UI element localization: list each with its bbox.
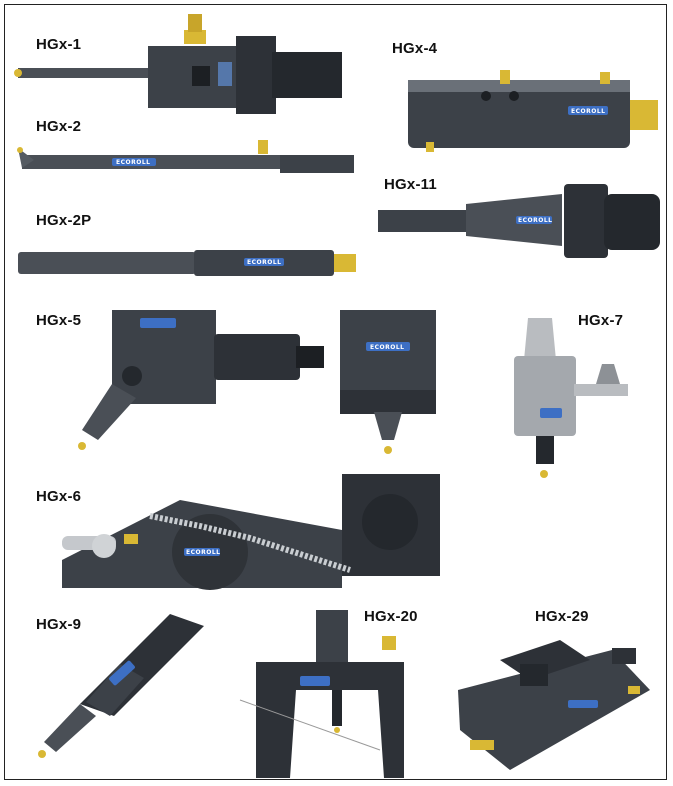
label-hgx-2: HGx-2 — [36, 118, 82, 135]
label-hgx-7: HGx-7 — [578, 312, 624, 329]
label-hgx-2p: HGx-2P — [36, 212, 92, 229]
label-hgx-1: HGx-1 — [36, 36, 82, 53]
hgx-4-logo: ECOROLL — [571, 108, 605, 115]
hgx-6-logo: ECOROLL — [186, 549, 220, 556]
label-hgx-29: HGx-29 — [535, 608, 589, 625]
label-hgx-9: HGx-9 — [36, 616, 82, 633]
label-hgx-5: HGx-5 — [36, 312, 82, 329]
hgx-2-logo: ECOROLL — [116, 159, 150, 166]
hgx-2p-logo: ECOROLL — [247, 259, 281, 266]
label-hgx-4: HGx-4 — [392, 40, 438, 57]
label-hgx-20: HGx-20 — [364, 608, 418, 625]
label-hgx-11: HGx-11 — [384, 176, 437, 193]
hgx-11-logo: ECOROLL — [518, 217, 552, 224]
hgx-5-front-logo: ECOROLL — [370, 344, 404, 351]
label-hgx-6: HGx-6 — [36, 488, 82, 505]
